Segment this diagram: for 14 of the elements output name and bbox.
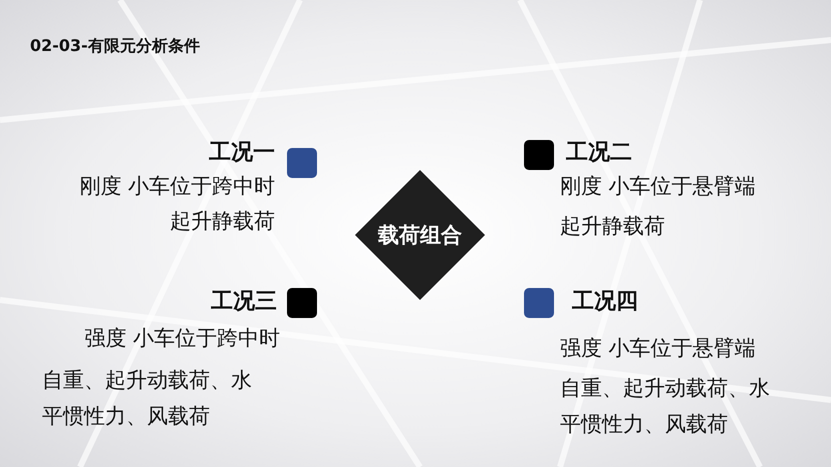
case-description: 起升静载荷	[560, 213, 665, 240]
case-description: 刚度 小车位于悬臂端	[560, 173, 756, 200]
case-description: 强度 小车位于悬臂端	[560, 335, 756, 362]
case-heading: 工况四	[572, 288, 638, 316]
case-description: 起升静载荷	[170, 208, 275, 235]
case-heading: 工况三	[211, 288, 277, 316]
case-description: 自重、起升动载荷、水平惯性力、风载荷	[560, 375, 771, 438]
case-heading: 工况一	[209, 139, 275, 167]
diamond-label: 载荷组合	[377, 222, 463, 249]
case-description: 刚度 小车位于跨中时	[79, 173, 275, 200]
case-heading: 工况二	[566, 139, 632, 167]
case-description: 自重、起升动载荷、水平惯性力、风载荷	[42, 367, 253, 430]
slide-title: 02-03-有限元分析条件	[30, 36, 200, 57]
case-description: 强度 小车位于跨中时	[84, 325, 280, 352]
